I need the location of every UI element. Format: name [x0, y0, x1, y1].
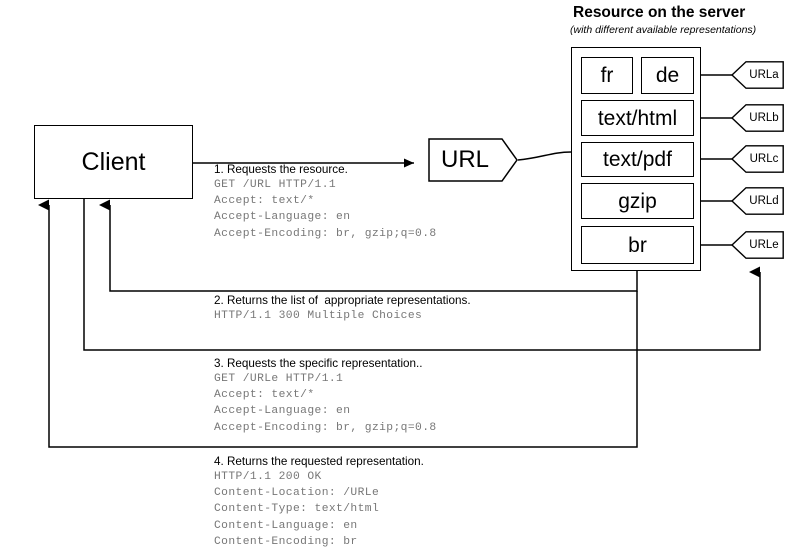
- url-node[interactable]: URL: [428, 138, 518, 182]
- url-flag-urlc[interactable]: URLc: [730, 145, 784, 173]
- url-node-label: URL: [440, 146, 489, 173]
- url-flag-label: URLb: [749, 112, 779, 124]
- wire-url-to-server: [517, 151, 572, 161]
- url-flag-label: URLa: [749, 69, 779, 81]
- representation-text-html[interactable]: text/html: [581, 100, 694, 136]
- flag-shape-icon: [730, 145, 784, 173]
- client-node[interactable]: Client: [34, 125, 193, 199]
- message-heading: 2. Returns the list of appropriate repre…: [214, 294, 471, 307]
- flag-shape-icon: [730, 187, 784, 215]
- message-body: HTTP/1.1 300 Multiple Choices: [214, 310, 423, 322]
- message-4: 4. Returns the requested representation.…: [214, 455, 424, 550]
- message-body: HTTP/1.1 200 OK Content-Location: /URLe …: [214, 471, 380, 548]
- representation-fr[interactable]: fr: [581, 57, 633, 94]
- message-heading: 3. Requests the specific representation.…: [214, 357, 423, 370]
- url-flag-urle[interactable]: URLe: [730, 231, 784, 259]
- url-flag-urlb[interactable]: URLb: [730, 104, 784, 132]
- representation-label: text/pdf: [603, 148, 672, 171]
- flag-shape-icon: [730, 104, 784, 132]
- flag-shape-icon: [730, 231, 784, 259]
- representation-label: de: [655, 64, 680, 87]
- representation-label: gzip: [618, 189, 657, 213]
- message-2: 2. Returns the list of appropriate repre…: [214, 294, 471, 324]
- message-body: GET /URLe HTTP/1.1 Accept: text/* Accept…: [214, 373, 437, 434]
- flag-shape-icon: [730, 61, 784, 89]
- representation-text-pdf[interactable]: text/pdf: [581, 142, 694, 177]
- url-flag-urld[interactable]: URLd: [730, 187, 784, 215]
- url-flag-label: URLe: [749, 239, 779, 251]
- url-flag-urla[interactable]: URLa: [730, 61, 784, 89]
- message-heading: 4. Returns the requested representation.: [214, 455, 424, 468]
- url-flag-label: URLc: [749, 153, 779, 165]
- message-heading: 1. Requests the resource.: [214, 163, 348, 176]
- url-flag-label: URLd: [749, 195, 779, 207]
- message-3: 3. Requests the specific representation.…: [214, 357, 437, 436]
- pentagon-shape-icon: [428, 138, 518, 182]
- client-label: Client: [81, 147, 146, 176]
- message-body: GET /URL HTTP/1.1 Accept: text/* Accept-…: [214, 179, 437, 240]
- representation-de[interactable]: de: [641, 57, 694, 94]
- server-title: Resource on the server: [573, 4, 746, 21]
- representation-gzip[interactable]: gzip: [581, 183, 694, 219]
- representation-label: text/html: [597, 106, 678, 130]
- representation-br[interactable]: br: [581, 226, 694, 264]
- server-subtitle: (with different available representation…: [570, 24, 757, 36]
- representation-label: br: [628, 233, 647, 257]
- representation-label: fr: [600, 64, 614, 87]
- message-1: 1. Requests the resource. GET /URL HTTP/…: [214, 163, 437, 242]
